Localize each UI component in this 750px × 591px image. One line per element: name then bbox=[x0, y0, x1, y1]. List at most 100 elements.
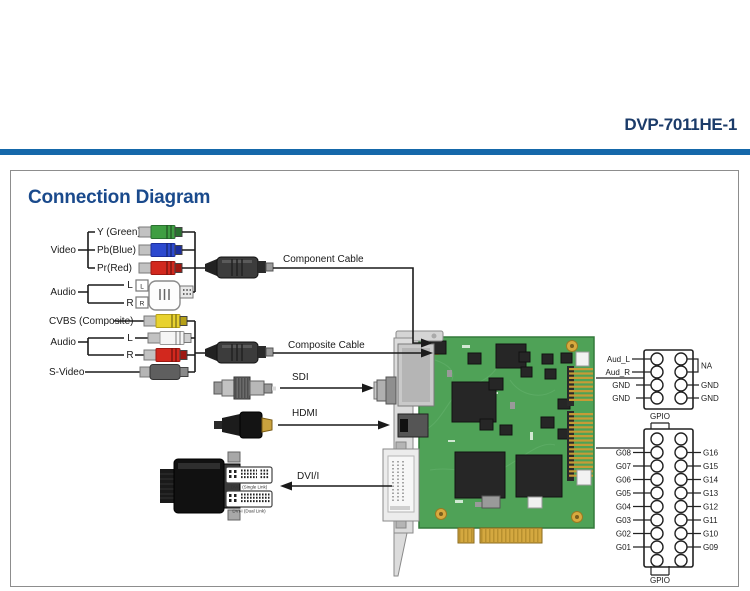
component-arrow-icon bbox=[421, 338, 433, 348]
wafer-connector-2 bbox=[576, 469, 592, 486]
audio-right-leaders bbox=[687, 384, 699, 399]
gpio-left-leaders bbox=[633, 451, 651, 548]
hdmi-label: HDMI bbox=[292, 408, 318, 419]
pcb bbox=[418, 336, 595, 529]
pin-label-gnd-2: GND bbox=[612, 394, 630, 403]
pin-label-g13: G13 bbox=[703, 489, 719, 498]
audio-breakout: L R bbox=[135, 279, 194, 311]
red-rca-connector bbox=[138, 261, 183, 275]
audio2-connector-lines bbox=[135, 337, 148, 356]
audio1-label: Audio bbox=[50, 287, 76, 298]
composite-junction-lines bbox=[187, 320, 205, 373]
hdmi-port bbox=[397, 413, 429, 438]
sdi-group: SDI bbox=[213, 372, 374, 400]
gpio-bottom-bracket bbox=[650, 566, 670, 576]
gpio-pin-header-diagram: GPIO G08 G07 G06 G05 G04 G03 G02 G01 G16… bbox=[616, 412, 719, 585]
hdmi-connector bbox=[214, 411, 273, 439]
dvi-adapter bbox=[160, 451, 241, 521]
gpio-pin-header bbox=[567, 411, 593, 481]
audio-pin-header-diagram: Aud_L Aud_R GND GND NA GND GND bbox=[606, 349, 719, 410]
pin-label-g15: G15 bbox=[703, 462, 719, 471]
pin-label-gnd-3: GND bbox=[701, 381, 719, 390]
pin-label-g12: G12 bbox=[703, 502, 719, 511]
audio-pin-header bbox=[567, 366, 593, 406]
bnc-sdi-connector bbox=[213, 376, 276, 400]
sdi-label: SDI bbox=[292, 372, 309, 383]
pin-label-g03: G03 bbox=[616, 516, 632, 525]
sdi-port bbox=[373, 376, 397, 405]
pin-label-g06: G06 bbox=[616, 475, 632, 484]
dvi-pinout-single: DVI-I (Single Link) bbox=[225, 466, 273, 490]
dvi-pinout-dual: DVI-I (Dual Link) bbox=[225, 490, 273, 514]
video-label: Video bbox=[51, 245, 77, 256]
pin-label-g02: G02 bbox=[616, 529, 632, 538]
component-cable-connector bbox=[205, 256, 274, 279]
audio1-r-label: R bbox=[126, 298, 133, 309]
dvi-arrow-icon bbox=[280, 481, 292, 491]
yellow-rca-connector bbox=[143, 314, 188, 328]
hdmi-arrow-icon bbox=[378, 420, 390, 430]
audio2-label: Audio bbox=[50, 337, 76, 348]
audio2-r-label: R bbox=[126, 350, 133, 361]
dvi-dual-link-label: DVI-I (Dual Link) bbox=[232, 509, 266, 514]
audio2-branch-lines bbox=[78, 337, 124, 356]
video-branch-lines bbox=[78, 231, 95, 269]
composite-group: CVBS (Composite) Audio L R bbox=[49, 314, 433, 380]
pin-label-g08: G08 bbox=[616, 448, 632, 457]
channel-y-label: Y (Green) bbox=[97, 227, 141, 238]
red-rca-connector-2 bbox=[143, 348, 188, 362]
breakout-r-tab: R bbox=[140, 301, 145, 308]
header-divider bbox=[0, 149, 750, 155]
pin-label-g09: G09 bbox=[703, 543, 719, 552]
green-rca-connector bbox=[138, 225, 183, 239]
composite-cable-label: Composite Cable bbox=[288, 340, 365, 351]
pin-label-g01: G01 bbox=[616, 543, 632, 552]
gpio-right-leaders bbox=[687, 451, 701, 548]
wafer-connector-1 bbox=[575, 351, 590, 367]
gpio-bottom-label: GPIO bbox=[650, 576, 670, 585]
pin-label-aud-l: Aud_L bbox=[607, 355, 631, 364]
na-bracket bbox=[687, 358, 699, 373]
gpio-top-label: GPIO bbox=[650, 412, 670, 421]
white-rca-connector bbox=[147, 331, 192, 345]
page-title: DVP-7011HE-1 bbox=[624, 115, 737, 134]
blue-rca-connector bbox=[138, 243, 183, 257]
section-title: Connection Diagram bbox=[28, 187, 211, 208]
breakout-grille bbox=[159, 289, 170, 300]
component-junction-lines bbox=[182, 231, 205, 293]
small-components bbox=[447, 370, 543, 509]
composite-cable-connector bbox=[205, 341, 274, 364]
pin-label-g14: G14 bbox=[703, 475, 719, 484]
composite-arrow-icon bbox=[421, 348, 433, 358]
dvi-port bbox=[382, 441, 420, 529]
svideo-label: S-Video bbox=[49, 367, 85, 378]
pin-label-gnd-4: GND bbox=[701, 394, 719, 403]
pin-label-aud-r: Aud_R bbox=[606, 368, 631, 377]
pin-label-g05: G05 bbox=[616, 489, 632, 498]
breakout-l-tab: L bbox=[140, 284, 144, 291]
pcie-edge-connector bbox=[457, 527, 543, 544]
dvi-group: DVI-I (Single Link) DVI-I (Dual Link) DV… bbox=[160, 451, 392, 521]
header-connect-lines bbox=[596, 377, 644, 449]
component-group: Video Y (Green) Pb(Blue) Pr(Red) bbox=[50, 225, 433, 348]
pin-label-g16: G16 bbox=[703, 448, 719, 457]
hdmi-group: HDMI bbox=[214, 408, 390, 439]
capture-card bbox=[373, 330, 595, 577]
audio2-l-label: L bbox=[127, 333, 133, 344]
dvi-single-link-label: DVI-I (Single Link) bbox=[231, 485, 268, 490]
component-cable-label: Component Cable bbox=[283, 254, 364, 265]
mounting-holes bbox=[431, 340, 583, 523]
audio-left-leaders bbox=[632, 358, 651, 399]
cvbs-label: CVBS (Composite) bbox=[49, 316, 133, 327]
pin-label-g10: G10 bbox=[703, 529, 719, 538]
svideo-connector bbox=[139, 364, 189, 380]
dvi-label: DVI/I bbox=[297, 471, 319, 482]
audio1-l-label: L bbox=[127, 280, 133, 291]
audio1-branch-lines bbox=[78, 284, 124, 304]
component-cable-line bbox=[273, 267, 421, 344]
pin-label-g07: G07 bbox=[616, 462, 632, 471]
channel-pb-label: Pb(Blue) bbox=[97, 245, 136, 256]
pin-label-g11: G11 bbox=[703, 516, 718, 525]
pin-label-na: NA bbox=[701, 361, 713, 370]
